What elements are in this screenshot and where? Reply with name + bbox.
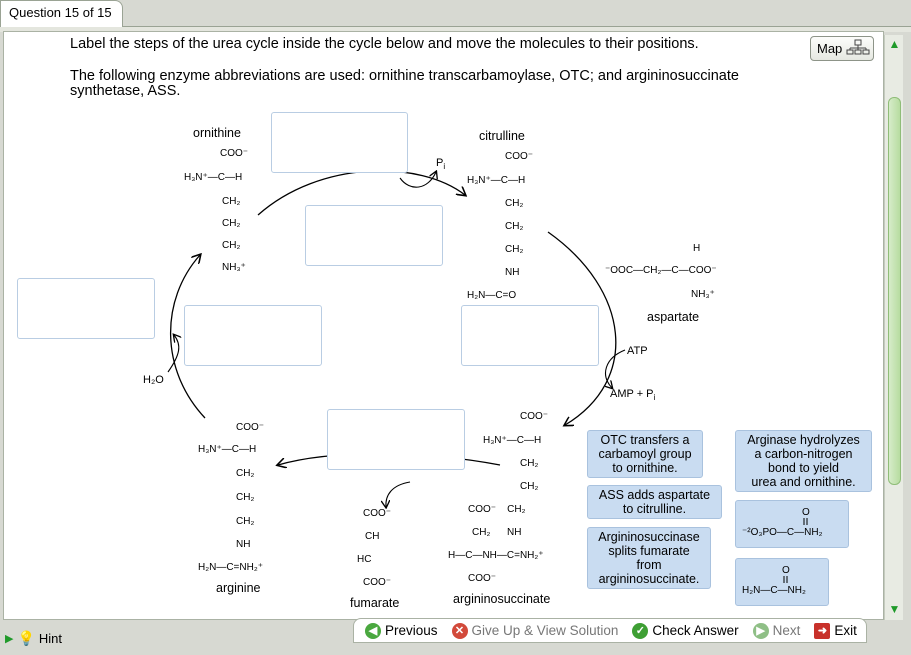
tab-strip xyxy=(0,26,911,32)
fumarate-structure: COO⁻ CH HC COO⁻ xyxy=(357,508,392,588)
hint-label: Hint xyxy=(38,631,63,646)
cancel-icon: ✕ xyxy=(451,622,468,639)
citrulline-structure: COO⁻ H₃N⁺—C—H CH₂ CH₂ CH₂ NH H₂N—C=O xyxy=(467,151,534,301)
drop-target-4[interactable] xyxy=(184,305,322,366)
question-tab-label: Question 15 of 15 xyxy=(9,5,112,20)
citrulline-label: citrulline xyxy=(479,129,525,143)
ornithine-label: ornithine xyxy=(193,126,241,140)
atp-label: ATP xyxy=(627,345,648,357)
argininosuccinate-structure: COO⁻ H₃N⁺—C—H CH₂ CH₂ COO⁻ CH₂ CH₂ NH H—… xyxy=(448,411,549,584)
play-icon: ▶ xyxy=(5,633,14,645)
ornithine-structure: COO⁻ H₃N⁺—C—H CH₂ CH₂ CH₂ NH₃⁺ xyxy=(184,148,249,273)
question-tab[interactable]: Question 15 of 15 xyxy=(0,0,123,27)
arrow-left-icon: ◀ xyxy=(365,622,381,639)
instruction-line-2: The following enzyme abbreviations are u… xyxy=(70,68,739,84)
exit-button[interactable]: ➜ Exit xyxy=(809,622,862,639)
pi-label: Pi xyxy=(436,157,446,172)
exit-icon: ➜ xyxy=(814,622,831,639)
previous-label: Previous xyxy=(385,623,438,638)
aspartate-structure: H ⁻OOC—CH₂—C—COO⁻ NH₃⁺ xyxy=(605,243,717,300)
check-answer-button[interactable]: ✓ Check Answer xyxy=(627,622,743,639)
drop-target-2[interactable] xyxy=(305,205,443,266)
scroll-up-icon[interactable]: ▲ xyxy=(888,37,901,51)
drop-target-1[interactable] xyxy=(271,112,408,173)
svg-text:O: O xyxy=(782,565,790,576)
map-button-label: Map xyxy=(817,41,843,56)
fumarate-label: fumarate xyxy=(350,596,400,610)
drop-target-5[interactable] xyxy=(461,305,599,366)
arginine-structure: COO⁻ H₃N⁺—C—H CH₂ CH₂ CH₂ NH H₂N—C=NH₂⁺ xyxy=(198,422,265,573)
previous-button[interactable]: ◀ Previous xyxy=(360,622,443,639)
next-label: Next xyxy=(772,623,801,638)
arrow-right-icon: ▶ xyxy=(752,622,769,639)
give-up-label: Give Up & View Solution xyxy=(471,623,619,638)
drop-target-3[interactable] xyxy=(17,278,155,339)
give-up-button[interactable]: ✕ Give Up & View Solution xyxy=(447,622,624,639)
amp-pi-label: AMP + Pi xyxy=(610,388,656,403)
svg-text:H₂N—C—NH₂: H₂N—C—NH₂ xyxy=(742,585,806,596)
scroll-down-icon[interactable]: ▼ xyxy=(888,602,901,616)
next-button[interactable]: ▶ Next xyxy=(748,622,806,639)
svg-text:O: O xyxy=(802,507,810,518)
arginine-label: arginine xyxy=(216,581,261,595)
navigation-bar: ◀ Previous ✕ Give Up & View Solution ✓ C… xyxy=(353,618,867,643)
argininosuccinate-label: argininosuccinate xyxy=(453,592,551,606)
aspartate-label: aspartate xyxy=(647,310,700,324)
check-icon: ✓ xyxy=(632,622,649,639)
chip-urea[interactable]: O H₂N—C—NH₂ xyxy=(735,558,829,606)
vertical-scrollbar[interactable]: ▲ ▼ xyxy=(884,35,903,620)
hierarchy-icon xyxy=(846,39,870,58)
exit-label: Exit xyxy=(834,623,857,638)
check-answer-label: Check Answer xyxy=(652,623,739,638)
drop-target-6[interactable] xyxy=(327,409,465,470)
carbamoyl-phosphate-structure: O ⁻²O₃PO—C—NH₂ xyxy=(742,507,823,538)
svg-text:⁻²O₃PO—C—NH₂: ⁻²O₃PO—C—NH₂ xyxy=(742,527,823,538)
urea-structure: O H₂N—C—NH₂ xyxy=(742,565,806,596)
lightbulb-icon: 💡 xyxy=(17,630,35,646)
instruction-line-1: Label the steps of the urea cycle inside… xyxy=(70,36,699,52)
scrollbar-thumb[interactable] xyxy=(888,97,901,485)
map-button[interactable]: Map xyxy=(810,36,874,61)
h2o-label: H₂O xyxy=(143,374,164,386)
hint-button[interactable]: ▶ 💡 Hint xyxy=(5,630,62,647)
chip-carbamoyl-phosphate[interactable]: O ⁻²O₃PO—C—NH₂ xyxy=(735,500,849,548)
instruction-line-3: synthetase, ASS. xyxy=(70,83,181,99)
